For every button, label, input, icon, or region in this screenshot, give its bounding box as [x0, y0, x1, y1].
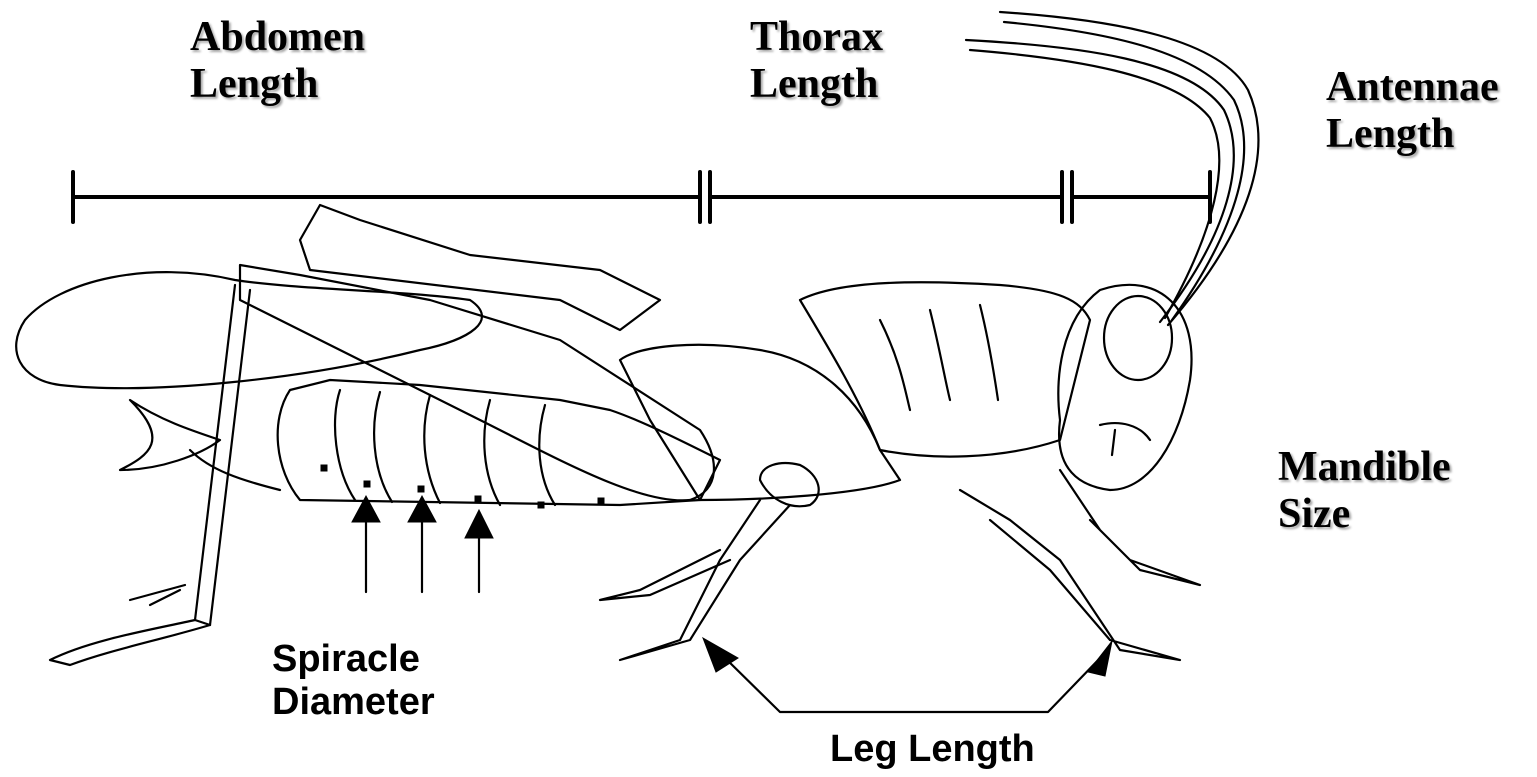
leg-label-line1: Leg Length: [830, 728, 1035, 771]
antennae-label-line2: Length: [1326, 111, 1499, 158]
abdomen-label-line2: Length: [190, 61, 365, 108]
abdomen-label-line1: Abdomen: [190, 14, 365, 61]
mandible-label-line1: Mandible: [1278, 444, 1451, 491]
spiracle-diameter-label: Spiracle Diameter: [272, 638, 435, 723]
thorax-label-line2: Length: [750, 61, 883, 108]
antennae-label-line1: Antennae: [1326, 64, 1499, 111]
antennae-length-label: Antennae Length: [1326, 64, 1499, 158]
abdomen-length-label: Abdomen Length: [190, 14, 365, 108]
spiracle-label-line2: Diameter: [272, 681, 435, 724]
antennae-drawing: [966, 12, 1258, 325]
thorax-length-label: Thorax Length: [750, 14, 883, 108]
grasshopper-body: [16, 205, 1200, 665]
thorax-label-line1: Thorax: [750, 14, 883, 61]
leg-length-arrow: [703, 638, 1112, 712]
mandible-label-line2: Size: [1278, 491, 1451, 538]
spiracle-arrows: [352, 496, 493, 592]
leg-length-label: Leg Length: [830, 728, 1035, 771]
spiracle-label-line1: Spiracle: [272, 638, 435, 681]
measurement-bar: [73, 172, 1210, 222]
mandible-size-label: Mandible Size: [1278, 444, 1451, 538]
